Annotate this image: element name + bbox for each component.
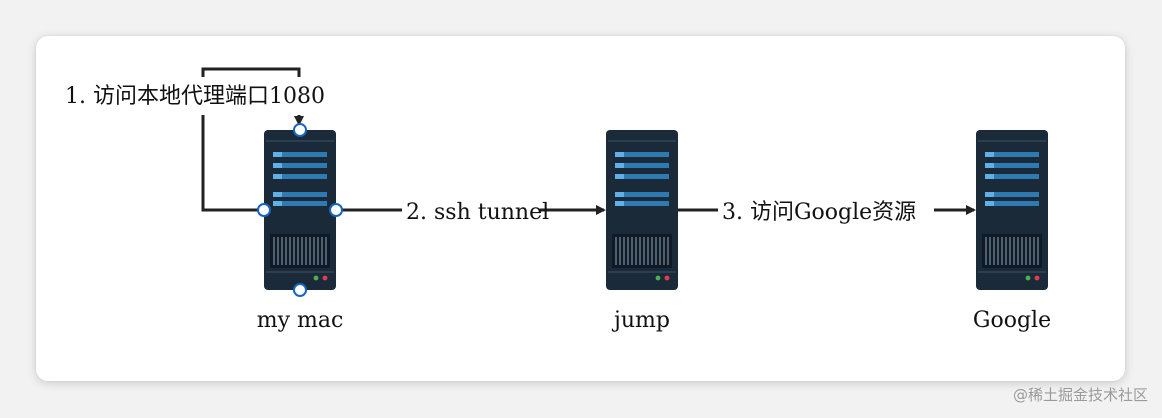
edge-label-bg: [402, 196, 540, 226]
node-my-mac[interactable]: my mac: [257, 130, 344, 333]
handle-right[interactable]: [329, 203, 343, 217]
server-icon: [606, 130, 678, 290]
node-label-my-mac: my mac: [257, 308, 344, 333]
watermark: @稀土掘金技术社区: [1013, 386, 1148, 404]
node-label-google: Google: [973, 308, 1051, 333]
edge-label-ssh: 2. ssh tunnel: [406, 200, 549, 225]
server-icon: [264, 130, 336, 290]
edge-label-bg: [718, 196, 934, 226]
edge-label-proxy: 1. 访问本地代理端口1080: [65, 84, 325, 109]
handle-bottom[interactable]: [293, 283, 307, 297]
handle-left[interactable]: [257, 203, 271, 217]
node-google[interactable]: Google: [973, 130, 1051, 333]
edge-label-access: 3. 访问Google资源: [722, 200, 916, 225]
node-jump[interactable]: jump: [606, 130, 678, 333]
node-label-jump: jump: [611, 308, 670, 333]
selection-handles[interactable]: [257, 123, 343, 297]
edge-label-bg: [58, 77, 350, 115]
server-icon: [976, 130, 1048, 290]
handle-top[interactable]: [293, 123, 307, 137]
